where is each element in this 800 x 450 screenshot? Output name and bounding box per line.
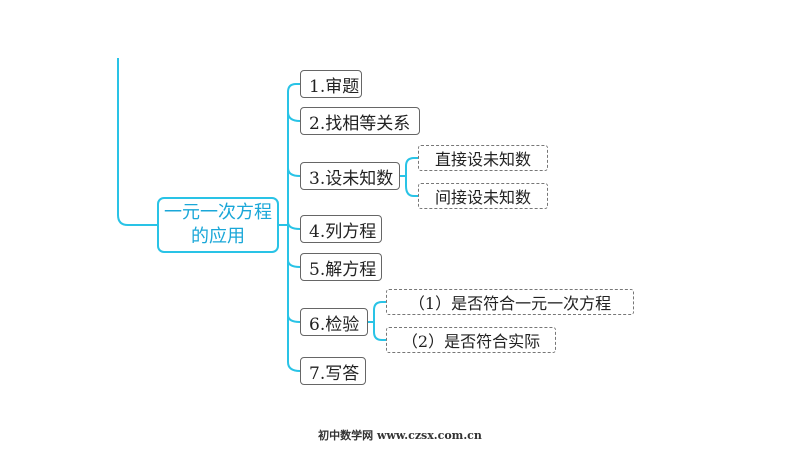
root-line-1: 一元一次方程	[164, 202, 272, 223]
step-4: 4.列方程	[300, 215, 382, 243]
step-3-sub-2: 间接设未知数	[418, 183, 548, 209]
step-5: 5.解方程	[300, 253, 382, 281]
brace-step-3	[400, 157, 418, 197]
root-lead-line	[117, 58, 157, 226]
step-6-sub-2: （2）是否符合实际	[386, 327, 556, 353]
step-6-sub-1: （1）是否符合一元一次方程	[386, 289, 634, 315]
step-3: 3.设未知数	[300, 162, 400, 190]
root-node: 一元一次方程 的应用	[157, 197, 279, 253]
root-line-2: 的应用	[191, 226, 245, 247]
step-7: 7.写答	[300, 357, 366, 385]
step-2: 2.找相等关系	[300, 107, 420, 135]
steps-brace	[279, 83, 301, 372]
footer-watermark: 初中数学网 www.czsx.com.cn	[318, 429, 482, 442]
step-1: 1.审题	[300, 70, 362, 98]
step-6: 6.检验	[300, 308, 368, 336]
brace-step-6	[368, 301, 386, 341]
step-3-sub-1: 直接设未知数	[418, 145, 548, 171]
